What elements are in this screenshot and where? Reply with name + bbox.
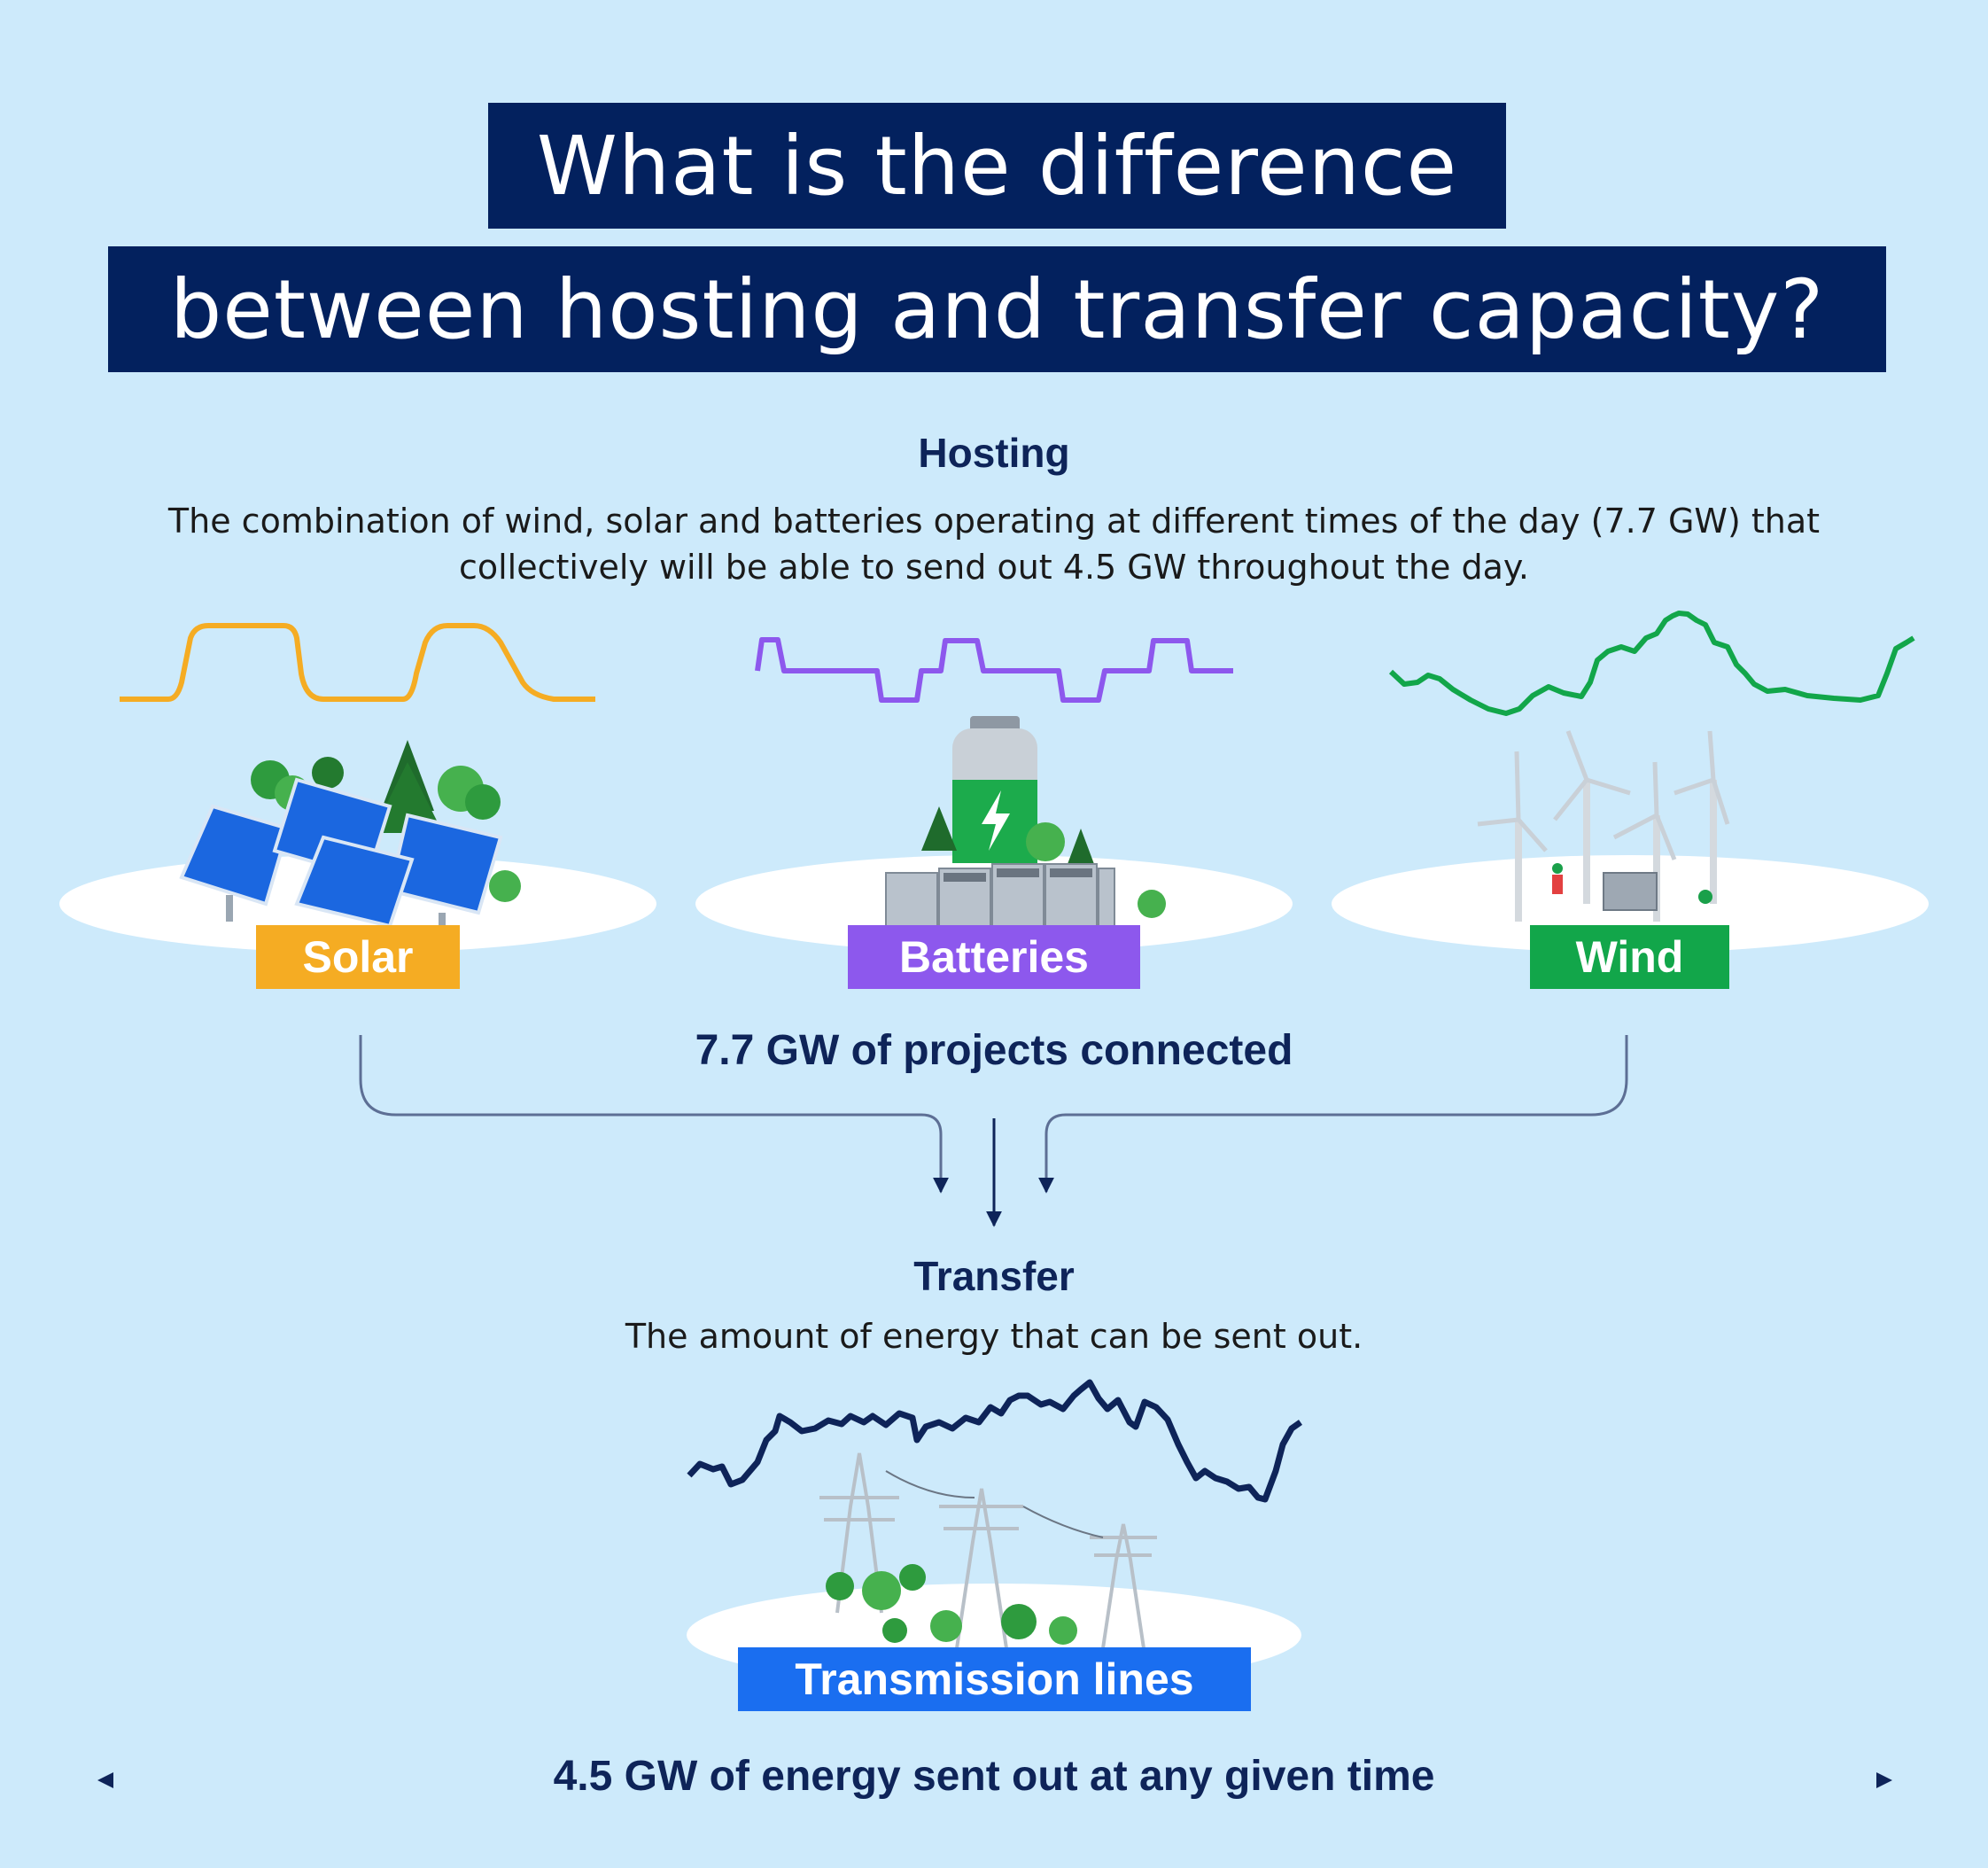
batteries-illustration xyxy=(885,716,1166,927)
connector-wind xyxy=(1038,1035,1628,1194)
hosting-description-line-2: collectively will be able to send out 4.… xyxy=(458,548,1530,587)
wind-profile-line xyxy=(1388,611,1915,716)
wind-illustration xyxy=(1477,730,1730,922)
transmission-label: Transmission lines xyxy=(738,1647,1251,1711)
solar-profile-line xyxy=(120,623,595,702)
transfer-description: The amount of energy that can be sent ou… xyxy=(625,1317,1363,1356)
transmission-illustration xyxy=(819,1452,1157,1649)
transmission-trees xyxy=(826,1564,1077,1645)
connected-summary: 7.7 GW of projects connected xyxy=(695,1027,1293,1074)
solar-illustration xyxy=(179,740,521,939)
wind-label: Wind xyxy=(1530,925,1729,989)
sent-out-summary: 4.5 GW of energy sent out at any given t… xyxy=(553,1753,1435,1800)
transfer-heading: Transfer xyxy=(913,1253,1075,1299)
connector-solar xyxy=(359,1035,949,1194)
title-line-2: between hosting and transfer capacity? xyxy=(108,246,1886,372)
title-line-1: What is the difference xyxy=(488,103,1506,229)
hosting-description-line-1: The combination of wind, solar and batte… xyxy=(167,502,1821,541)
batteries-label: Batteries xyxy=(848,925,1140,989)
solar-label: Solar xyxy=(256,925,460,989)
transfer-profile-line xyxy=(687,1379,1303,1503)
batteries-profile-line xyxy=(755,637,1233,703)
hosting-heading: Hosting xyxy=(918,430,1070,476)
